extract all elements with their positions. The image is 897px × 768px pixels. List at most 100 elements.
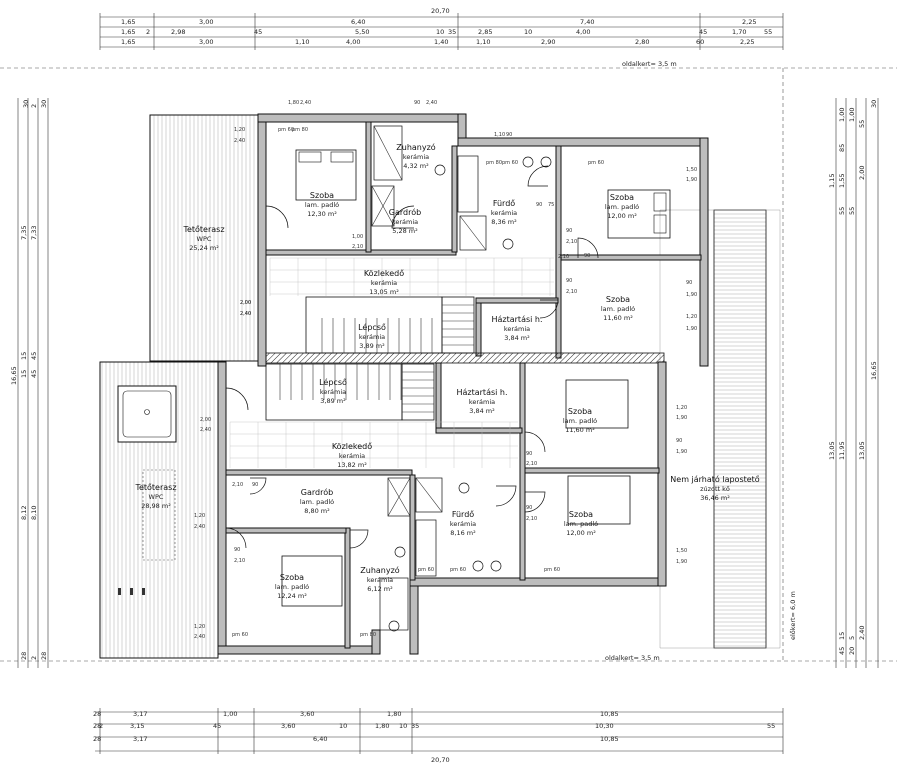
room-floor: WPC <box>149 493 164 501</box>
top-dim-row2-0: 1,65 <box>121 28 135 36</box>
opening-size-label: 90 <box>566 278 572 284</box>
room-floor: lam. padló <box>601 305 635 313</box>
sink-icon <box>522 156 534 168</box>
room-area: 28,98 m² <box>141 502 171 510</box>
opening-size-label: 1,00 <box>352 234 363 240</box>
bottom-dim-row3-1: 3,17 <box>133 735 147 743</box>
oldalkert-bottom-label: oldalkert= 3,5 m <box>605 654 660 662</box>
top-dim-row2-7: 2,85 <box>478 28 492 36</box>
room-floor: kerámia <box>392 218 418 226</box>
room-name: Lépcső <box>358 322 386 332</box>
right-dim-16: 2,40 <box>858 626 866 640</box>
room-floor: lam. padló <box>300 498 334 506</box>
toilet-icon <box>502 238 514 250</box>
opening-size-label: 2,00 <box>240 300 251 306</box>
room-floor: kerámia <box>504 325 530 333</box>
bottom-dim-row2-2: 3,15 <box>130 722 144 730</box>
opening-size-label: 1,20 <box>686 314 697 320</box>
left-dim-5: 16,65 <box>10 366 18 385</box>
bottom-dim-row3-3: 10,85 <box>600 735 619 743</box>
opening-size-label: 1,10 <box>494 132 505 138</box>
bottom-dim-row2-8: 35 <box>411 722 419 730</box>
room-name: Szoba <box>568 407 592 416</box>
bottom-dim-row3-2: 6,40 <box>313 735 327 743</box>
opening-size-label: 2,40 <box>194 634 205 640</box>
opening-size-label: 1,90 <box>676 559 687 565</box>
room-name: Közlekedő <box>332 442 372 451</box>
room-floor: kerámia <box>491 209 517 217</box>
room-area: 6,12 m² <box>367 585 393 593</box>
room-name: Szoba <box>606 295 630 304</box>
room-name: Tetőterasz <box>182 225 224 234</box>
parapet-label: pm 60 <box>418 567 434 573</box>
top-dim-row3-7: 2,80 <box>635 38 649 46</box>
top-dim-row2-1: 2 <box>146 28 150 36</box>
opening-labels: 1,202,402,002,401,002,102,002,401,501,90… <box>194 100 697 640</box>
wardrobe-icon <box>387 477 411 517</box>
site-boundaries: oldalkert= 3,5 m oldalkert= 3,5 m előker… <box>0 60 897 662</box>
sink-icon <box>540 156 552 168</box>
right-dim-11: 13,05 <box>828 441 836 460</box>
bottom-dim-row1-4: 1,80 <box>387 710 401 718</box>
bed-icon <box>607 189 671 239</box>
bottom-dim-row2-0: 28 <box>93 722 101 730</box>
top-dim-row2-4: 5,50 <box>355 28 369 36</box>
right-dim-5: 1,15 <box>828 174 836 188</box>
opening-size-label: 1,90 <box>686 326 697 332</box>
bottom-dim-row1-3: 3,60 <box>300 710 314 718</box>
top-dim-row3-1: 3,00 <box>199 38 213 46</box>
toilet-icon <box>388 620 400 632</box>
right-dim-1: 55 <box>858 120 866 128</box>
room-name: Háztartási h. <box>456 388 507 397</box>
left-dim-14: 28 <box>40 652 48 660</box>
right-dim-13: 13,05 <box>858 441 866 460</box>
opening-size-label: 90 <box>252 482 258 488</box>
opening-size-label: 1,50 <box>686 167 697 173</box>
top-dim-row2-10: 45 <box>699 28 707 36</box>
top-dim-row3-8: 60 <box>696 38 704 46</box>
opening-size-label: 2,10 <box>558 254 569 260</box>
opening-size-label: 1,20 <box>194 513 205 519</box>
opening-size-label: 2,10 <box>526 461 537 467</box>
left-dim-0: 30 <box>22 100 30 108</box>
left-dim-1: 2 <box>30 104 38 108</box>
opening-size-label: 2,00 <box>240 300 251 306</box>
room-name: Közlekedő <box>364 269 404 278</box>
room-area: 12,24 m² <box>277 592 307 600</box>
opening-size-label: 1,50 <box>676 548 687 554</box>
opening-size-label: 1,90 <box>686 292 697 298</box>
wardrobe-icon <box>371 185 395 227</box>
sink-icon <box>472 560 484 572</box>
parapet-label: pm 60 <box>232 632 248 638</box>
room-area: 11,60 m² <box>565 426 595 434</box>
door-swing <box>524 491 546 513</box>
opening-size-label: 90 <box>566 228 572 234</box>
left-dim-6: 15 <box>20 352 28 360</box>
right-dim-0: 30 <box>870 100 878 108</box>
room-name: Gardrób <box>389 207 421 217</box>
parapet-label: pm 80 <box>486 160 502 166</box>
top-dim-row3-9: 2,25 <box>740 38 754 46</box>
door-swing <box>349 529 369 549</box>
tile-grid <box>229 257 554 468</box>
bottom-dim-row2-10: 55 <box>767 722 775 730</box>
room-area: 4,32 m² <box>403 162 429 170</box>
bed-icon <box>567 475 631 525</box>
room-area: 5,28 m² <box>392 227 418 235</box>
top-dim-row2-6: 35 <box>448 28 456 36</box>
door-swing <box>527 165 549 187</box>
room-floor: zúzott kő <box>700 484 730 493</box>
left-dim-9: 45 <box>30 370 38 378</box>
room-name: Fürdő <box>493 199 515 208</box>
